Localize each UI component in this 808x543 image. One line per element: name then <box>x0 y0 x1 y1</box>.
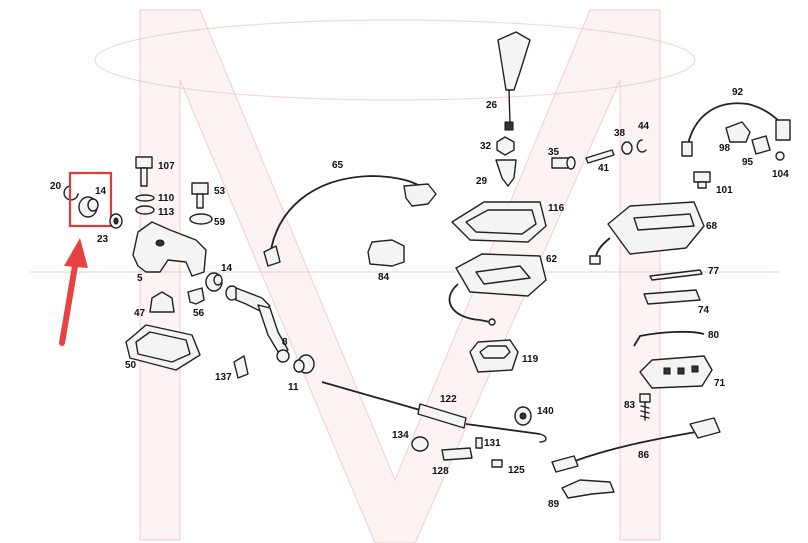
part-137-bracket <box>233 355 249 379</box>
part-26-shift-knob <box>497 31 531 131</box>
part-47-segment <box>149 291 175 313</box>
bracket-hole <box>155 239 165 247</box>
label-68: 68 <box>706 221 718 232</box>
label-47: 47 <box>134 308 146 319</box>
label-26: 26 <box>486 100 498 111</box>
part-35-fitting <box>551 156 576 170</box>
label-128: 128 <box>432 466 449 477</box>
label-14-second: 14 <box>221 263 233 274</box>
part-68-indicator-housing <box>589 201 705 265</box>
red-arrow-icon <box>59 238 88 346</box>
part-62-console-plate <box>448 253 547 326</box>
part-134-nut <box>411 436 429 452</box>
highlight-box <box>68 171 113 228</box>
part-8-lever-arm <box>225 285 290 363</box>
label-110: 110 <box>158 193 175 204</box>
part-74-plate <box>643 289 701 305</box>
label-11: 11 <box>288 382 299 393</box>
label-50: 50 <box>125 360 137 371</box>
part-116-cover-frame <box>451 201 547 243</box>
part-101-socket <box>693 171 711 189</box>
label-95: 95 <box>742 157 754 168</box>
part-92-cable <box>681 102 783 157</box>
label-20: 20 <box>50 181 62 192</box>
label-89: 89 <box>548 499 560 510</box>
part-119-boot <box>469 339 519 373</box>
label-98: 98 <box>719 143 731 154</box>
part-84-switch <box>367 239 405 267</box>
label-38: 38 <box>614 128 626 139</box>
label-32: 32 <box>480 141 492 152</box>
part-20-circlip <box>63 185 79 201</box>
label-134: 134 <box>392 430 409 441</box>
part-86-cable <box>551 417 721 473</box>
label-116: 116 <box>548 203 565 214</box>
label-56: 56 <box>193 308 205 319</box>
label-53: 53 <box>214 186 226 197</box>
part-23-washer <box>109 213 123 229</box>
part-11-bushing <box>293 354 315 374</box>
label-140: 140 <box>537 406 554 417</box>
part-110-washer <box>135 194 155 202</box>
label-29: 29 <box>476 176 488 187</box>
label-71: 71 <box>714 378 726 389</box>
label-101: 101 <box>716 185 733 196</box>
part-5-bracket <box>132 221 207 277</box>
part-38-bushing <box>621 141 633 155</box>
part-128-cylinder <box>441 447 473 461</box>
label-44: 44 <box>638 121 650 132</box>
label-104: 104 <box>772 169 789 180</box>
part-71-holder <box>639 355 713 389</box>
label-84: 84 <box>378 272 390 283</box>
label-59: 59 <box>214 217 226 228</box>
part-77-strip <box>649 269 703 281</box>
part-14-bushing-second <box>205 272 223 292</box>
label-80: 80 <box>708 330 720 341</box>
label-65: 65 <box>332 160 344 171</box>
label-35: 35 <box>548 147 560 158</box>
part-131-pin <box>475 437 483 449</box>
part-41-pin <box>585 149 615 164</box>
label-83: 83 <box>624 400 636 411</box>
part-53-bolt <box>191 182 209 209</box>
label-23: 23 <box>97 234 109 245</box>
part-65-cable <box>263 175 437 267</box>
part-89-slider <box>561 479 615 499</box>
part-29-clamp <box>495 159 517 187</box>
label-14-highlighted: 14 <box>95 186 107 197</box>
label-8: 8 <box>282 337 288 348</box>
label-86: 86 <box>638 450 650 461</box>
label-74: 74 <box>698 305 710 316</box>
part-32-nut <box>496 136 515 156</box>
label-41: 41 <box>598 163 610 174</box>
label-122: 122 <box>440 394 457 405</box>
label-125: 125 <box>508 465 525 476</box>
part-140-bushing <box>514 406 532 426</box>
part-104-socket <box>775 119 791 161</box>
part-59-washer <box>189 213 213 225</box>
part-122-shift-rod <box>321 381 547 443</box>
part-80-spring <box>633 330 705 347</box>
label-62: 62 <box>546 254 558 265</box>
part-107-bolt <box>135 156 153 187</box>
label-113: 113 <box>158 207 175 218</box>
label-92: 92 <box>732 87 744 98</box>
label-77: 77 <box>708 266 720 277</box>
part-44-clip <box>636 139 647 153</box>
part-83-screw <box>639 393 651 421</box>
label-5: 5 <box>137 273 143 284</box>
part-14-bushing <box>78 196 99 218</box>
label-107: 107 <box>158 161 175 172</box>
part-50-gasket <box>125 324 201 371</box>
part-95-connector <box>751 135 771 155</box>
part-125-sleeve <box>491 459 503 468</box>
part-56-clip <box>187 287 205 305</box>
label-119: 119 <box>522 354 539 365</box>
part-113-washer <box>135 205 155 215</box>
label-131: 131 <box>484 438 501 449</box>
part-98-connector <box>725 121 751 143</box>
label-137: 137 <box>215 372 232 383</box>
